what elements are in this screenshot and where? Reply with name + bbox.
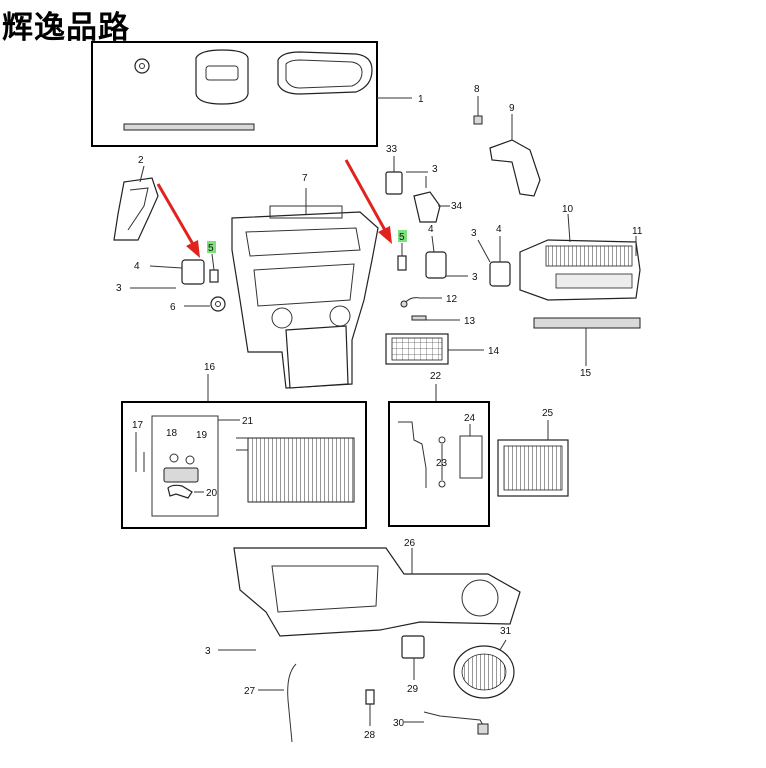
callout-9: 9 — [509, 103, 515, 114]
air-duct-9 — [489, 139, 541, 197]
callout-7: 7 — [302, 173, 308, 184]
callout-5a-highlight — [207, 241, 216, 253]
callout-4b: 4 — [428, 224, 434, 235]
clip-13 — [411, 315, 427, 321]
clip-28 — [365, 689, 375, 705]
callout-14: 14 — [488, 346, 500, 357]
expansion-valve-subbox — [151, 415, 219, 517]
callout-4a: 4 — [134, 261, 140, 272]
callout-19: 19 — [196, 430, 208, 441]
callout-16: 16 — [204, 362, 216, 373]
callout-8: 8 — [474, 84, 480, 95]
o-ring-18 — [169, 453, 179, 463]
sensor-right — [397, 255, 407, 271]
callout-13: 13 — [464, 316, 476, 327]
clip-pack-24 — [459, 435, 483, 479]
callout-20: 20 — [206, 488, 218, 499]
callout-31: 31 — [500, 626, 512, 637]
callout-5b: 5 — [399, 232, 405, 243]
evaporator-core — [247, 437, 355, 503]
callout-25: 25 — [542, 408, 554, 419]
callout-30: 30 — [393, 718, 405, 729]
callout-10: 10 — [562, 204, 574, 215]
callout-17: 17 — [132, 420, 144, 431]
seal-washer — [134, 58, 150, 74]
hvac-duct-outlet — [285, 325, 349, 389]
blower-resistor — [385, 171, 403, 195]
bracket-34 — [413, 191, 441, 223]
red-arrow-left — [156, 183, 196, 247]
callout-3e: 3 — [205, 646, 211, 657]
seal-kit-box — [91, 41, 378, 147]
callout-27: 27 — [244, 686, 256, 697]
actuator-right — [489, 261, 511, 287]
callout-4c: 4 — [496, 224, 502, 235]
evaporator-kit-box — [121, 401, 367, 529]
callout-5b-highlight — [398, 230, 407, 242]
gasket-20 — [167, 484, 193, 499]
sensor-left — [209, 269, 219, 283]
air-duct-left — [113, 177, 159, 241]
callout-34: 34 — [451, 201, 463, 212]
blower-module — [401, 635, 425, 659]
callout-2: 2 — [138, 155, 144, 166]
callout-21: 21 — [242, 416, 254, 427]
red-arrow-right — [344, 159, 388, 233]
expansion-valve — [163, 467, 199, 483]
callout-26: 26 — [404, 538, 416, 549]
seal-gasket-plate — [195, 49, 249, 105]
temp-sensor-wire — [403, 297, 440, 305]
actuator-left — [181, 259, 205, 285]
callout-29: 29 — [407, 684, 419, 695]
heater-kit-box — [388, 401, 490, 527]
o-ring-19 — [185, 455, 195, 465]
callout-6: 6 — [170, 302, 176, 313]
callout-15: 15 — [580, 368, 592, 379]
callout-28: 28 — [364, 730, 376, 741]
heater-tube — [398, 421, 427, 488]
callout-24: 24 — [464, 413, 476, 424]
callout-3b: 3 — [432, 164, 438, 175]
seal-ring-gasket — [277, 51, 373, 95]
drain-hose — [287, 663, 297, 743]
callout-3d: 3 — [471, 228, 477, 239]
callout-22: 22 — [430, 371, 442, 382]
blower-scroll — [461, 579, 499, 617]
callout-12: 12 — [446, 294, 458, 305]
callout-23: 23 — [436, 458, 448, 469]
brand-title: 辉逸品路 — [2, 10, 130, 46]
callout-33: 33 — [386, 144, 398, 155]
callout-11: 11 — [632, 226, 643, 237]
callout-18: 18 — [166, 428, 178, 439]
callout-3a: 3 — [116, 283, 122, 294]
cabin-filter — [533, 317, 641, 329]
grommet — [210, 296, 226, 312]
callout-3c: 3 — [472, 272, 478, 283]
seal-foam-strip — [123, 123, 255, 131]
screw-8 — [473, 115, 483, 125]
callout-1: 1 — [418, 94, 424, 105]
callout-5a: 5 — [208, 243, 214, 254]
actuator-middle — [425, 251, 447, 279]
blower-wheel-fins — [545, 245, 633, 267]
wire-harness — [423, 711, 487, 731]
